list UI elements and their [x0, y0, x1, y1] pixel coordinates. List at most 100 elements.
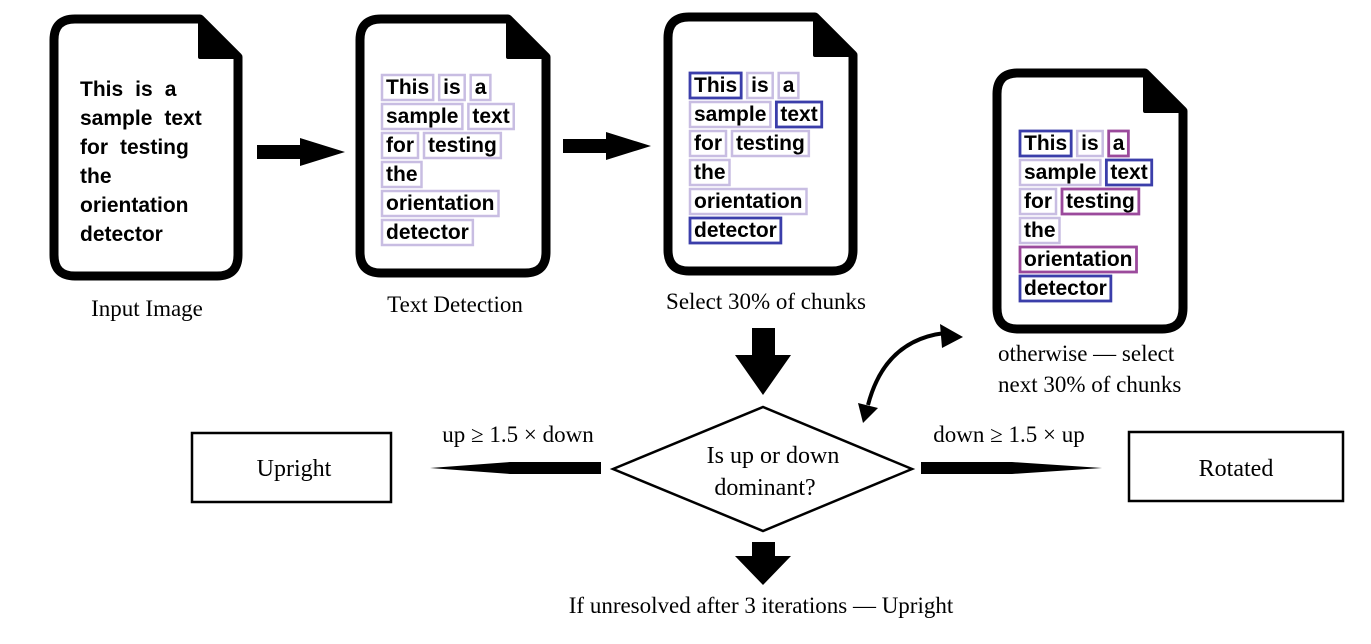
doc-input-outline [49, 14, 243, 281]
doc-word: sample [386, 105, 458, 128]
detected-word-box [422, 131, 503, 160]
detected-word-box [745, 71, 774, 100]
doc-word: This [694, 74, 737, 97]
doc-word: is [443, 76, 461, 99]
doc-word: This [386, 76, 429, 99]
detected-word-box [437, 73, 466, 102]
doc-word: sample [80, 107, 152, 130]
detected-word-box [688, 129, 728, 158]
loop-arrow-head-top-icon [940, 324, 963, 348]
doc-word: text [472, 105, 509, 128]
doc-input-fold-icon [198, 17, 240, 59]
doc-select-fold-icon [813, 15, 855, 57]
detected-word-box [1018, 158, 1102, 187]
detected-word-box [380, 160, 423, 189]
caption-text-detection: Text Detection [387, 292, 523, 317]
detected-word-box [777, 71, 800, 100]
selected-word-box [1018, 129, 1073, 158]
doc-word: detector [694, 219, 777, 242]
detected-word-box [380, 102, 464, 131]
detected-word-box [688, 187, 808, 216]
doc-word: text [164, 107, 201, 130]
caption-input-image: Input Image [91, 296, 203, 321]
decision-diamond [609, 405, 916, 533]
detected-word-box [380, 218, 475, 247]
doc-word: the [694, 161, 726, 184]
doc-word: a [475, 76, 487, 99]
arrow-to-fallback-icon [735, 542, 791, 585]
selected-word-box [688, 71, 743, 100]
doc-detection-fold-icon [506, 17, 548, 59]
arrow-input-to-detection-icon [257, 138, 345, 166]
doc-word: sample [694, 103, 766, 126]
doc-word: for [1024, 190, 1052, 213]
doc-word: orientation [386, 192, 495, 215]
detected-word-box [688, 100, 772, 129]
fallback-text: If unresolved after 3 iterations — Uprig… [569, 593, 954, 618]
condition-rotated: down ≥ 1.5 × up [933, 422, 1084, 447]
doc-word: detector [386, 221, 469, 244]
doc-word: testing [428, 134, 497, 157]
decision-text-line2: dominant? [714, 475, 815, 501]
doc-next-fold-icon [1143, 71, 1185, 113]
selected-word-box [1060, 187, 1141, 216]
doc-word: a [783, 74, 795, 97]
doc-word: a [165, 78, 177, 101]
loop-arrow-head-bottom-icon [858, 403, 878, 423]
outcome-upright-box [190, 431, 393, 504]
doc-word: for [386, 134, 414, 157]
selected-word-box [1104, 158, 1154, 187]
selected-word-box [1107, 129, 1130, 158]
arrow-to-upright-icon [430, 462, 601, 474]
doc-word: the [1024, 219, 1056, 242]
doc-word: detector [1024, 277, 1107, 300]
selected-word-box [688, 216, 783, 245]
outcome-rotated-label: Rotated [1199, 456, 1274, 482]
caption-otherwise-line2: next 30% of chunks [998, 372, 1181, 397]
condition-upright: up ≥ 1.5 × down [442, 422, 594, 447]
doc-word: sample [1024, 161, 1096, 184]
doc-word: testing [1066, 190, 1135, 213]
doc-word: the [80, 165, 112, 188]
doc-word: a [1113, 132, 1125, 155]
doc-word: for [80, 136, 108, 159]
loop-arrow-curve [866, 331, 946, 406]
doc-word: detector [80, 223, 163, 246]
doc-word: testing [120, 136, 189, 159]
detected-word-box [467, 102, 515, 131]
arrow-to-rotated-icon [921, 462, 1102, 474]
doc-word: is [1081, 132, 1099, 155]
selected-word-box [1018, 274, 1113, 303]
doc-word: testing [736, 132, 805, 155]
selected-word-box [1018, 245, 1138, 274]
detected-word-box [1018, 216, 1061, 245]
caption-otherwise-line1: otherwise — select [998, 341, 1175, 366]
doc-word: This [80, 78, 123, 101]
doc-word: This [1024, 132, 1067, 155]
doc-word: for [694, 132, 722, 155]
detected-word-box [1018, 187, 1058, 216]
doc-word: orientation [1024, 248, 1133, 271]
doc-word: text [1110, 161, 1147, 184]
selected-word-box [774, 100, 824, 129]
detected-word-box [730, 129, 811, 158]
detected-word-box [380, 73, 435, 102]
caption-select-chunks: Select 30% of chunks [666, 289, 866, 314]
arrow-select-to-decision-icon [735, 328, 791, 395]
detected-word-box [469, 73, 492, 102]
doc-word: orientation [80, 194, 189, 217]
detected-word-box [380, 189, 500, 218]
outcome-upright-label: Upright [257, 456, 332, 482]
arrow-detection-to-select-icon [563, 132, 651, 160]
doc-word: text [780, 103, 817, 126]
